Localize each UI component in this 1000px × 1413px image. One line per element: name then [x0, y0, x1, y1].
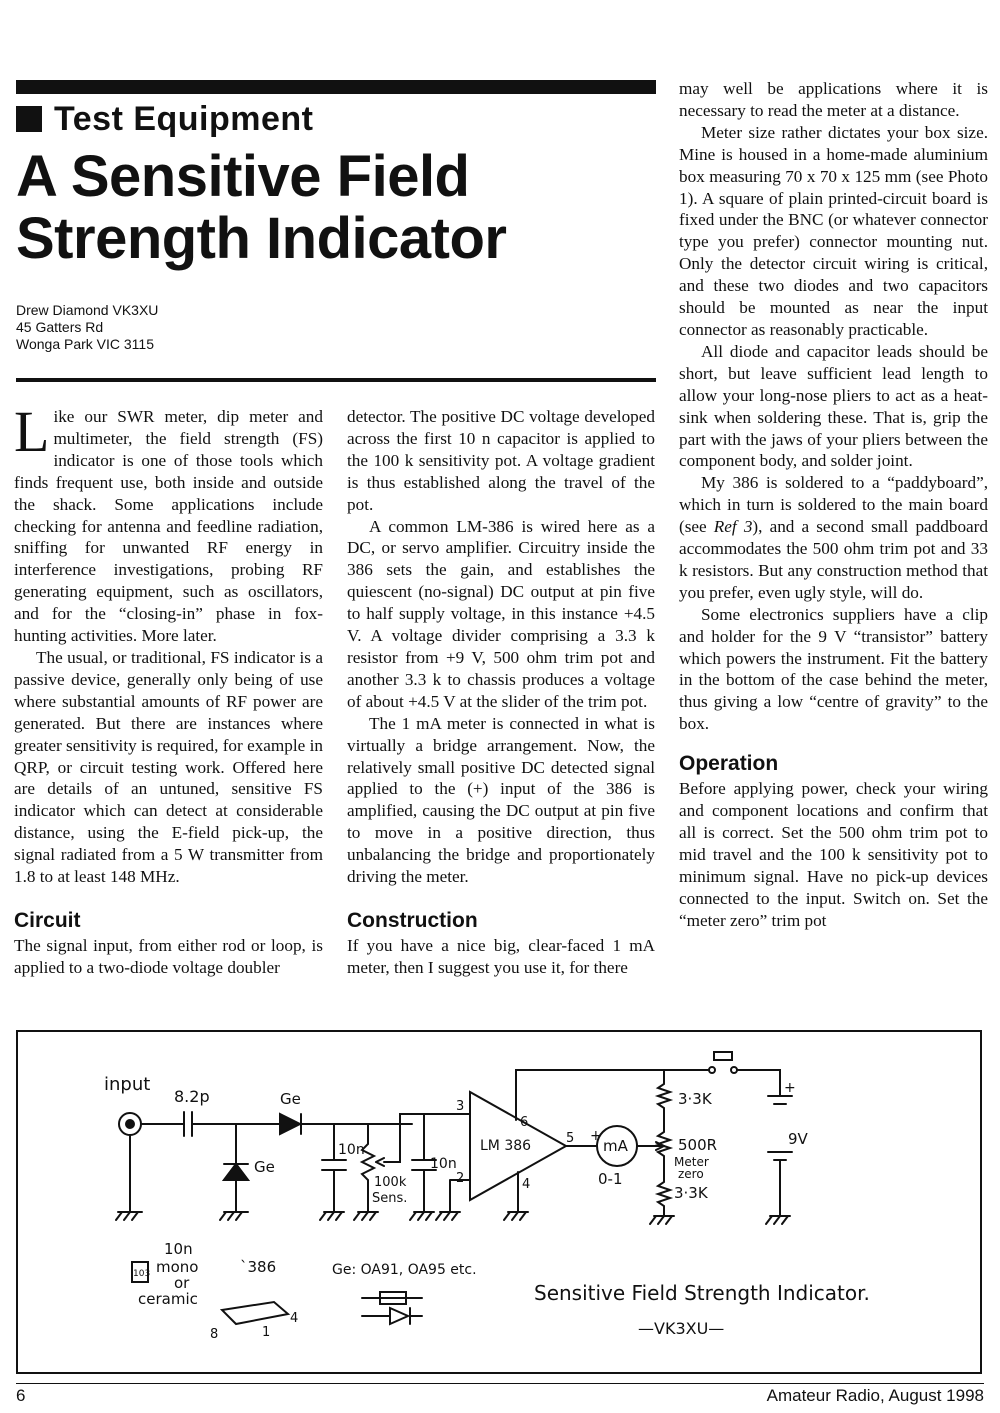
paragraph: A common LM-386 is wired here as a DC, o…: [347, 516, 655, 711]
diode-symbol-icon: [361, 1306, 423, 1326]
diode-top-label: Ge: [280, 1090, 301, 1108]
ge-note: Ge: OA91, OA95 etc.: [332, 1262, 477, 1278]
meter-label: mA: [603, 1137, 629, 1155]
journal-info: Amateur Radio, August 1998: [766, 1386, 984, 1405]
paragraph: My 386 is soldered to a “paddyboard”, wh…: [679, 472, 988, 603]
cap-note-2: mono: [156, 1258, 198, 1276]
body-rule: [16, 378, 656, 382]
pin3-label: 3: [456, 1099, 464, 1114]
text: ), and a second small paddboard accommod…: [679, 517, 988, 602]
trim-label: 500R: [678, 1136, 717, 1154]
pin6-label: 6: [520, 1115, 528, 1130]
ceramic-cap-icon: [131, 1261, 149, 1283]
input-label: input: [104, 1074, 150, 1095]
reference: Ref 3: [713, 517, 753, 537]
cap2-label: 10n: [338, 1142, 365, 1158]
pin6-supply-wire: [515, 1069, 709, 1121]
heading-circuit: Circuit: [14, 908, 81, 932]
ic-pin1-label: 1: [262, 1325, 270, 1340]
pin5-label: 5: [566, 1131, 574, 1146]
section-kicker: Test Equipment: [16, 100, 314, 139]
cap1-label: 8.2p: [174, 1087, 210, 1106]
switch-contact-icon: [708, 1066, 716, 1074]
series-diode-icon: [279, 1112, 303, 1136]
r1-label: 3·3K: [678, 1090, 713, 1108]
glass-diode-icon: [361, 1291, 423, 1305]
series-diode-wire: [300, 1113, 413, 1135]
paragraph: The usual, or traditional, FS indicator …: [14, 647, 323, 887]
battery-symbol: [736, 1069, 793, 1225]
author: Drew Diamond VK3XU: [16, 302, 159, 318]
drop-cap: L: [14, 399, 50, 464]
header-rule: [16, 80, 656, 94]
title-line-2: Strength Indicator: [16, 206, 507, 271]
ic-note: `386: [240, 1258, 276, 1276]
diode-shunt-label: Ge: [254, 1158, 275, 1176]
figure-credit: —VK3XU—: [638, 1319, 724, 1338]
bnc-center-icon: [125, 1119, 135, 1129]
ic-pin4-label: 4: [290, 1311, 298, 1326]
pin4-label: 4: [522, 1177, 530, 1192]
diode-body-icon: [222, 1162, 250, 1181]
paragraph: detector. The positive DC voltage develo…: [347, 407, 655, 514]
paragraph-text: ike our SWR meter, dip meter and multime…: [14, 407, 323, 646]
trim-wiper-icon: [655, 1141, 665, 1151]
input-capacitor: [140, 1111, 291, 1137]
address-line-1: 45 Gatters Rd: [16, 319, 104, 335]
column-3: may well be applications where it is nec…: [679, 78, 988, 932]
footer-rule: [16, 1383, 984, 1384]
schematic-figure: input 8.2p Ge Ge 10n 100k Sens. 10n LM 3…: [16, 1030, 982, 1374]
section-label: Test Equipment: [54, 100, 314, 138]
pin4-ground: [503, 1171, 529, 1221]
ic-pin8-label: 8: [210, 1327, 218, 1342]
address-line-2: Wonga Park VIC 3115: [16, 336, 155, 352]
page-number: 6: [16, 1386, 26, 1405]
cap-note-4: ceramic: [138, 1290, 198, 1308]
bypass-capacitor: [409, 1113, 437, 1221]
paragraph: Before applying power, check your wiring…: [679, 779, 988, 930]
column-2: detector. The positive DC voltage develo…: [347, 406, 655, 979]
title-line-1: A Sensitive Field: [16, 144, 470, 209]
meter-range: 0-1: [598, 1170, 623, 1188]
figure-caption: Sensitive Field Strength Indicator.: [534, 1281, 870, 1305]
pot-wiper: [375, 1113, 413, 1167]
battery-plus: +: [784, 1080, 796, 1096]
trim-zero-label: zero: [678, 1167, 704, 1181]
paragraph: The 1 mA meter is connected in what is v…: [347, 713, 655, 887]
trim-meter-label: Meter: [674, 1155, 709, 1169]
cap-note-3: or: [174, 1274, 190, 1292]
paragraph: If you have a nice big, clear-faced 1 mA…: [347, 935, 655, 977]
pot-value-label: 100k: [374, 1175, 407, 1190]
byline: Drew Diamond VK3XU 45 Gatters Rd Wonga P…: [16, 302, 158, 353]
ground-symbol: [115, 1134, 143, 1221]
heading-operation: Operation: [679, 752, 779, 776]
dip-package-icon: [219, 1300, 291, 1326]
circuit-diagram: input 8.2p Ge Ge 10n 100k Sens. 10n LM 3…: [104, 1051, 870, 1342]
article-title: A Sensitive Field Strength Indicator: [16, 146, 636, 270]
ic-label: LM 386: [480, 1138, 531, 1154]
heading-construction: Construction: [347, 908, 478, 932]
cap-code: 103: [133, 1269, 150, 1279]
cap-note-1: 10n: [164, 1240, 193, 1258]
pot-name-label: Sens.: [372, 1191, 407, 1206]
text: My 386 is soldered to a “paddyboard”, wh…: [679, 473, 988, 537]
switch-actuator-icon: [713, 1051, 733, 1061]
paragraph: Some electronics suppliers have a clip a…: [679, 604, 988, 734]
battery-label: 9V: [788, 1130, 809, 1148]
cap3-label: 10n: [430, 1156, 457, 1172]
pin2-ground: [435, 1179, 471, 1221]
filter-capacitor: [319, 1123, 347, 1221]
paragraph: may well be applications where it is nec…: [679, 79, 988, 120]
paragraph: Meter size rather dictates your box size…: [679, 122, 988, 339]
meter-icon: [596, 1125, 638, 1167]
sensitivity-pot: [353, 1123, 379, 1221]
square-bullet-icon: [16, 106, 42, 132]
pin2-label: 2: [456, 1171, 464, 1186]
paragraph: The signal input, from either rod or loo…: [14, 935, 323, 977]
paragraph: All diode and capacitor leads should be …: [679, 341, 988, 471]
r2-label: 3·3K: [674, 1184, 709, 1202]
meter-plus: +: [590, 1128, 602, 1144]
